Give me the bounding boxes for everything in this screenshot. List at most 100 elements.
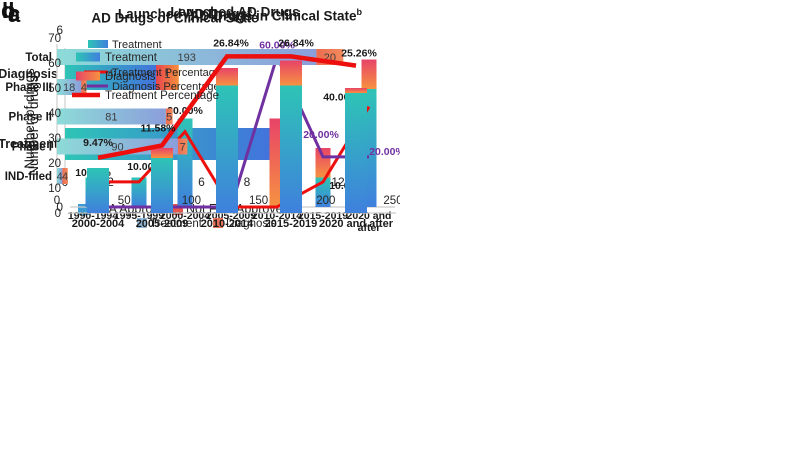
- y-tick-label: 0: [56, 200, 63, 214]
- bar-segment-diagnosis: [345, 88, 367, 93]
- x-tick-label: 8: [244, 175, 251, 189]
- percent-label: 20.00%: [303, 129, 339, 141]
- bar-value-label: 4: [62, 171, 68, 183]
- bar-segment-diagnosis: [165, 108, 173, 125]
- legend-swatch: [76, 71, 100, 81]
- legend-swatch: [78, 204, 89, 215]
- bar-segment-treatment: [345, 93, 367, 213]
- bar-segment-treatment: [57, 168, 63, 184]
- bar-value-label: 1: [164, 69, 170, 81]
- y-axis-label: Number of drugs: [26, 75, 41, 176]
- category-label: Treatment: [0, 137, 59, 151]
- panel-c-title: AD Drugs of Clinical State: [30, 9, 320, 26]
- bar-segment-diagnosis: [151, 148, 173, 158]
- y-tick-label: 60: [48, 58, 61, 70]
- panel-a-title-text: Launched AD Drugs: [117, 6, 248, 22]
- bar-value-label: 4: [57, 171, 63, 183]
- y-tick-label: 10: [48, 183, 61, 195]
- bar-value-label: 5: [166, 112, 172, 124]
- bar-segment-treatment: [57, 49, 317, 65]
- percent-label: 26.84%: [213, 37, 249, 49]
- category-label: Phase II: [9, 112, 52, 124]
- panel-letter-d: d: [1, 0, 15, 23]
- bar-value-label: 81: [105, 112, 117, 124]
- x-category-label: 2000-2004: [72, 218, 125, 230]
- panel-b-title: Launched AD Drugs: [85, 3, 385, 20]
- legend-swatch: [88, 40, 108, 48]
- panel-letter-c: c: [8, 1, 21, 26]
- legend-swatch: [172, 204, 183, 215]
- bar-value-label: 90: [111, 142, 123, 154]
- bar-value-label: 18: [63, 82, 75, 94]
- bar-segment-treatment: [131, 177, 147, 207]
- legend-label: Diagnosis Percentage: [112, 81, 220, 93]
- x-tick-label: 6: [198, 175, 205, 189]
- y-tick-label: 70: [48, 33, 61, 45]
- bar-segment-diagnosis: [216, 68, 238, 86]
- legend-label: Diagnosis: [105, 71, 156, 83]
- panel-d-title: AD Drugs in Clinical Stateb: [126, 7, 426, 24]
- y-tick-label: 0: [55, 208, 61, 220]
- x-tick-label: 100: [182, 195, 201, 207]
- percent-label: 60.00%: [259, 40, 295, 52]
- category-label: Diagnosis: [0, 67, 58, 81]
- panel-d-title-text: AD Drugs in Clinical State: [189, 8, 357, 24]
- legend-label: Treatment: [150, 218, 203, 230]
- y-tick-label: 30: [48, 133, 61, 145]
- legend-swatch: [76, 52, 100, 62]
- category-label: Total: [25, 52, 52, 64]
- bar-segment-treatment: [57, 138, 178, 155]
- panel-b-title-text: Launched AD Drugs: [170, 4, 300, 20]
- panel-c-title-text: AD Drugs of Clinical State: [91, 10, 259, 26]
- bar-segment-diagnosis: [280, 60, 302, 86]
- percent-label: 25.26%: [341, 48, 377, 60]
- category-label: IND-filed: [5, 171, 52, 183]
- x-category-label: 2015-2019: [265, 218, 318, 230]
- bar-segment-treatment: [57, 79, 82, 95]
- percent-label: 20.00%: [369, 146, 400, 158]
- bar-segment-diagnosis: [177, 138, 188, 155]
- legend-label: Treatment: [105, 52, 158, 64]
- x-tick-label: 250: [383, 195, 400, 207]
- x-tick-label: 200: [316, 195, 335, 207]
- panel-a-title: Launched AD Drugsa: [40, 5, 330, 22]
- bar-segment-treatment: [87, 168, 109, 213]
- legend-label: Treatment Percentage: [105, 90, 219, 102]
- bar-segment-diagnosis: [62, 168, 68, 184]
- x-tick-label: 50: [118, 195, 131, 207]
- x-category-label: 2020 and after: [319, 218, 394, 230]
- x-tick-label: 0: [54, 195, 60, 207]
- percent-label: 11.58%: [140, 122, 176, 134]
- bar-value-label: 4: [81, 82, 87, 94]
- panel-letter-a: a: [8, 2, 21, 27]
- legend-label: Treatment: [112, 39, 162, 51]
- legend-swatch: [213, 218, 223, 228]
- y-tick-label: 20: [48, 158, 61, 170]
- percent-label: 9.47%: [83, 137, 113, 149]
- bar-segment-treatment: [57, 108, 166, 125]
- line-treatment-percentage: [97, 54, 357, 160]
- panel-d-title-superscript: b: [356, 7, 363, 17]
- bar-value-label: 193: [178, 52, 196, 64]
- panel-a-title-superscript: a: [247, 5, 253, 15]
- bar-value-label: 4: [107, 69, 114, 81]
- panel-c: c AD Drugs of Clinical State 193 20 Total 1…: [0, 0, 400, 237]
- y-axis-label: Number of drugs: [22, 68, 37, 169]
- legend-label: Treatment Percentage: [112, 67, 221, 79]
- x-category-label: 2005-2009: [136, 218, 189, 230]
- x-category-label: 2010-2014: [201, 218, 254, 230]
- category-label: Phase III: [5, 82, 52, 94]
- x-tick-label: 12: [331, 175, 345, 189]
- percent-label: 26.84%: [278, 37, 314, 49]
- panel-letter-b: b: [2, 0, 16, 23]
- legend-swatch: [137, 218, 147, 228]
- bar-segment-treatment: [280, 85, 302, 213]
- y-tick-label: 50: [48, 83, 61, 95]
- legend-label: Diagnosis: [226, 218, 277, 230]
- bar-segment-diagnosis: [81, 79, 87, 95]
- category-label: Phase I: [12, 142, 52, 154]
- x-tick-label: 150: [249, 195, 268, 207]
